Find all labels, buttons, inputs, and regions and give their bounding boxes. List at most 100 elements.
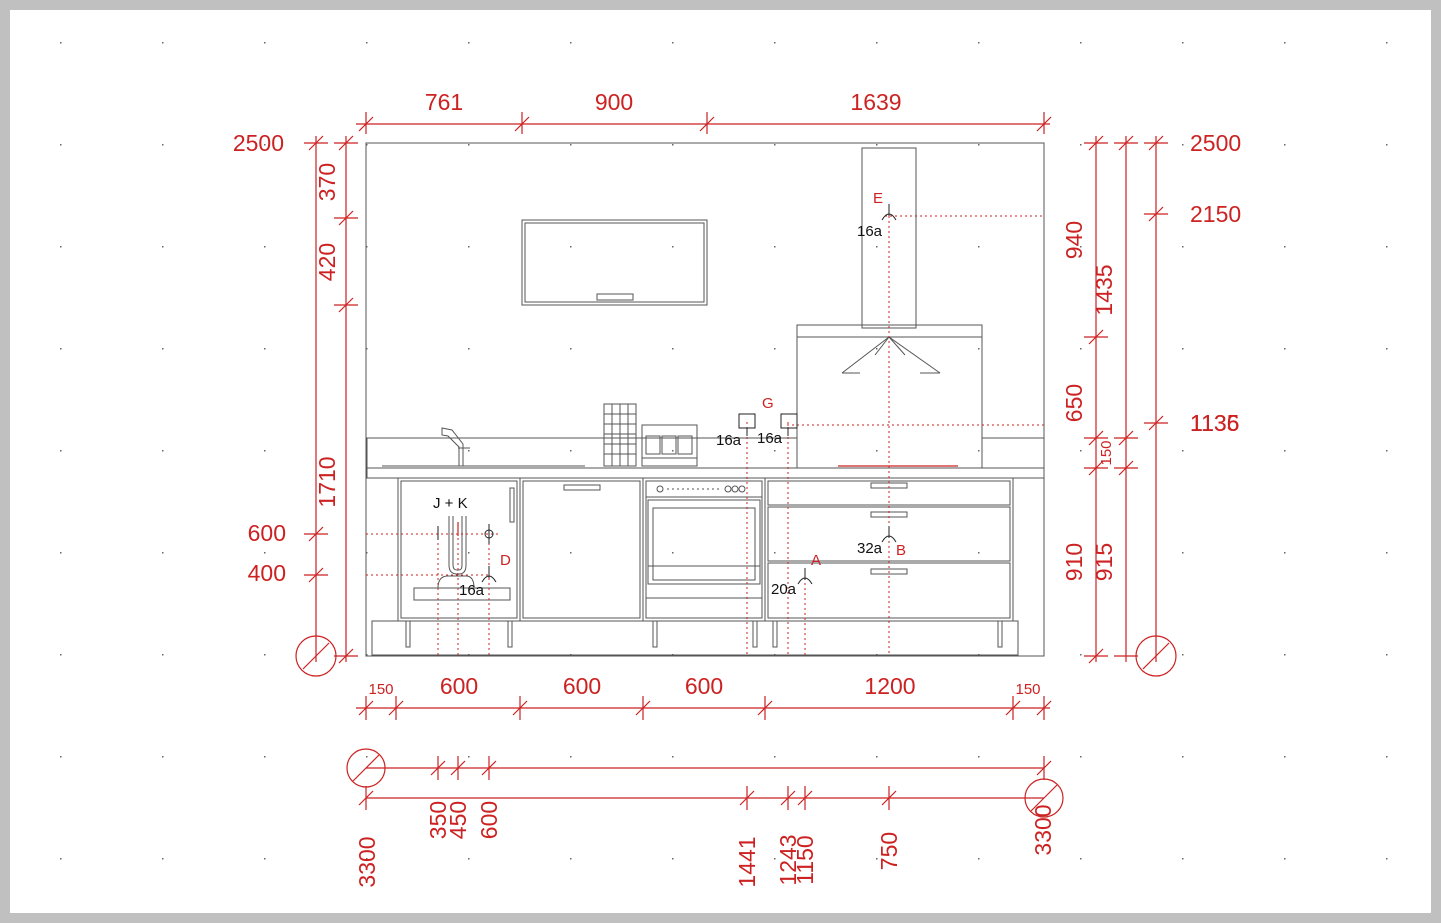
dim-right-1136: 1136 <box>1190 410 1239 436</box>
grid-dot <box>672 450 674 452</box>
dim-left-1710: 1710 <box>314 456 340 507</box>
grid-dot <box>672 246 674 248</box>
point-d-rating: 16a <box>459 582 485 599</box>
backsplash-rail-right <box>981 437 1045 469</box>
grid-dot <box>1182 552 1184 554</box>
grid-dot <box>978 144 980 146</box>
dim-chain-left <box>295 135 358 677</box>
worktop <box>366 467 1045 479</box>
grid-dot <box>60 654 62 656</box>
grid-dot <box>1386 348 1388 350</box>
dim-chain-bottom <box>356 696 1052 720</box>
dim-bottom-600-a: 600 <box>440 673 478 699</box>
grid-dot <box>1284 246 1286 248</box>
grid-dot <box>1182 450 1184 452</box>
grid-dot <box>366 552 368 554</box>
dim-left-600: 600 <box>248 520 286 546</box>
dim-right-940: 940 <box>1061 221 1087 259</box>
grid-dot <box>1284 42 1286 44</box>
grid-dot <box>978 552 980 554</box>
dim-bottom-1200: 1200 <box>864 673 915 699</box>
dim-right-910: 910 <box>1061 543 1087 581</box>
dim-bottom-600-c: 600 <box>685 673 723 699</box>
grid-dot <box>1080 858 1082 860</box>
grid-dot <box>774 858 776 860</box>
grid-dot <box>468 42 470 44</box>
grid-dot <box>1284 144 1286 146</box>
dim-right-150: 150 <box>1098 440 1115 465</box>
grid-dot <box>1386 42 1388 44</box>
grid-dot <box>1182 348 1184 350</box>
grid-dot <box>570 450 572 452</box>
dim-top-900: 900 <box>595 89 633 115</box>
grid-dot <box>60 42 62 44</box>
grid-dot <box>1284 858 1286 860</box>
dim-offset-3300-right: 3300 <box>1030 804 1056 855</box>
grid-dot <box>672 858 674 860</box>
grid-dot <box>1386 144 1388 146</box>
grid-dot <box>876 144 878 146</box>
grid-dot <box>1284 450 1286 452</box>
grid-dot <box>774 144 776 146</box>
grid-dot <box>876 348 878 350</box>
grid-dot <box>774 450 776 452</box>
grid-dot <box>774 246 776 248</box>
grid-dot <box>468 246 470 248</box>
dim-right-2150: 2150 <box>1190 201 1241 227</box>
dish-rack <box>603 403 637 467</box>
grid-dot <box>978 348 980 350</box>
grid-dot <box>1284 756 1286 758</box>
grid-dot <box>1284 348 1286 350</box>
grid-dot <box>366 756 368 758</box>
grid-dot <box>672 42 674 44</box>
wall-outline <box>365 142 1045 657</box>
grid-dot <box>468 348 470 350</box>
grid-dot <box>60 552 62 554</box>
wall-cabinet <box>521 219 708 306</box>
grid-dot <box>1080 552 1082 554</box>
grid-dot <box>162 654 164 656</box>
grid-dot <box>1182 654 1184 656</box>
dim-offset-600: 600 <box>476 801 502 839</box>
grid-dot <box>672 348 674 350</box>
grid-dot <box>1080 756 1082 758</box>
dim-left-370: 370 <box>314 163 340 201</box>
point-g-rating-right: 16a <box>757 430 783 447</box>
point-g-letter: G <box>762 395 774 412</box>
socket-jk-icon <box>437 522 494 544</box>
grid-dot <box>1284 654 1286 656</box>
grid-dot <box>1182 756 1184 758</box>
grid-dot <box>264 858 266 860</box>
grid-dot <box>774 756 776 758</box>
point-b-letter: B <box>896 542 906 559</box>
grid-dot <box>570 246 572 248</box>
socket-g-icon <box>738 413 798 436</box>
grid-dot <box>264 450 266 452</box>
grid-dot <box>264 42 266 44</box>
dim-offset-450: 450 <box>445 801 471 839</box>
dim-top-761: 761 <box>425 89 463 115</box>
grid-dot <box>162 552 164 554</box>
dishwasher-cabinet <box>519 477 644 622</box>
point-g-rating-left: 16a <box>716 432 742 449</box>
sink-tap <box>441 427 470 467</box>
grid-dot <box>774 348 776 350</box>
grid-dot <box>876 246 878 248</box>
grid-dot <box>1080 246 1082 248</box>
dim-offset-1150: 1150 <box>792 835 818 884</box>
grid-dot <box>1080 450 1082 452</box>
grid-dot <box>468 552 470 554</box>
dim-bottom-150-left: 150 <box>368 681 393 698</box>
grid-dot <box>774 42 776 44</box>
dim-chain-offsets <box>346 748 1064 818</box>
point-b-rating: 32a <box>857 540 883 557</box>
grid-dot <box>570 756 572 758</box>
grid-dot <box>672 756 674 758</box>
grid-dot <box>60 246 62 248</box>
grid-dot <box>1386 552 1388 554</box>
dim-offset-350: 350 <box>425 801 451 839</box>
grid-dot <box>468 756 470 758</box>
grid-dot <box>264 348 266 350</box>
dim-top-1639: 1639 <box>850 89 901 115</box>
dim-chain-top <box>356 112 1052 134</box>
